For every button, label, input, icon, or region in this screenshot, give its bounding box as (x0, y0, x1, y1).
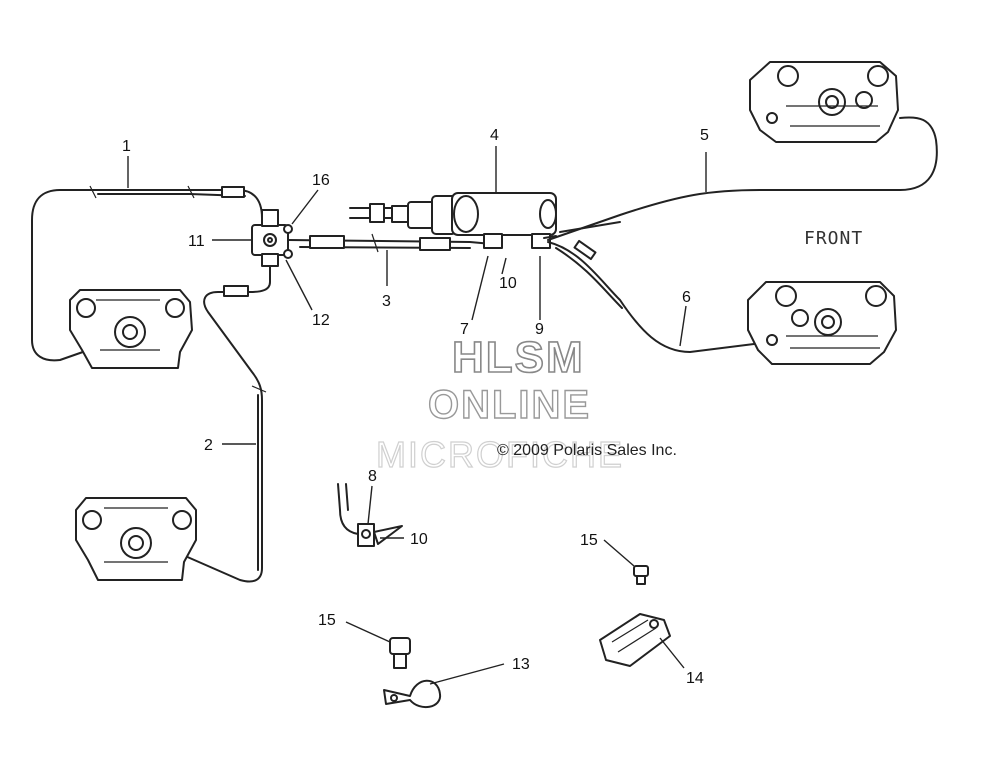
master-cylinder (349, 192, 557, 249)
line-3-fitting-b (419, 237, 451, 251)
brake-line-5 (547, 116, 938, 241)
callout-4: 4 (490, 127, 499, 144)
callout-13: 13 (512, 656, 530, 673)
brake-line-2 (159, 257, 271, 583)
callout-10-upper: 10 (499, 275, 517, 292)
callout-7: 7 (460, 321, 469, 338)
front-direction-label: FRONT (804, 228, 863, 249)
callout-12: 12 (312, 312, 330, 329)
callout-1: 1 (122, 138, 131, 155)
callouts: 1 2 3 4 5 6 7 8 9 10 10 11 12 13 14 15 1… (122, 127, 709, 687)
callout-8: 8 (368, 468, 377, 485)
callout-11: 11 (188, 233, 205, 250)
watermark-line2: ONLINE (428, 383, 591, 427)
line-3-fitting-a (309, 235, 345, 249)
callout-15-left: 15 (318, 612, 336, 629)
callout-3: 3 (382, 293, 391, 310)
pressure-switch-detail (337, 483, 403, 547)
callout-6: 6 (682, 289, 691, 306)
callout-2: 2 (204, 437, 213, 454)
callout-10-lower: 10 (410, 531, 428, 548)
callout-5: 5 (700, 127, 709, 144)
rear-right-caliper (75, 497, 197, 581)
line-2-fitting (223, 285, 249, 297)
watermark-line1: HLSM (452, 333, 585, 382)
callout-9: 9 (535, 321, 544, 338)
brake-line-6 (547, 241, 801, 353)
callout-14: 14 (686, 670, 704, 687)
front-top-caliper (749, 61, 899, 143)
clamp-13 (383, 679, 442, 709)
watermark: HLSM ONLINE MICROFICHE (375, 332, 624, 475)
front-bottom-caliper (747, 281, 897, 365)
bolt-15-left (389, 637, 411, 669)
callout-16: 16 (312, 172, 330, 189)
brake-line-1 (31, 189, 263, 362)
bracket-14 (599, 613, 671, 667)
tee-block (251, 209, 293, 267)
bolt-15-right (633, 565, 649, 585)
callout-15-right: 15 (580, 532, 598, 549)
copyright-text: © 2009 Polaris Sales Inc. (497, 442, 677, 459)
watermark-line3: MICROFICHE (376, 434, 624, 475)
rear-left-caliper (69, 289, 193, 369)
line-1-fitting (221, 186, 245, 198)
leader-lines (127, 146, 707, 685)
